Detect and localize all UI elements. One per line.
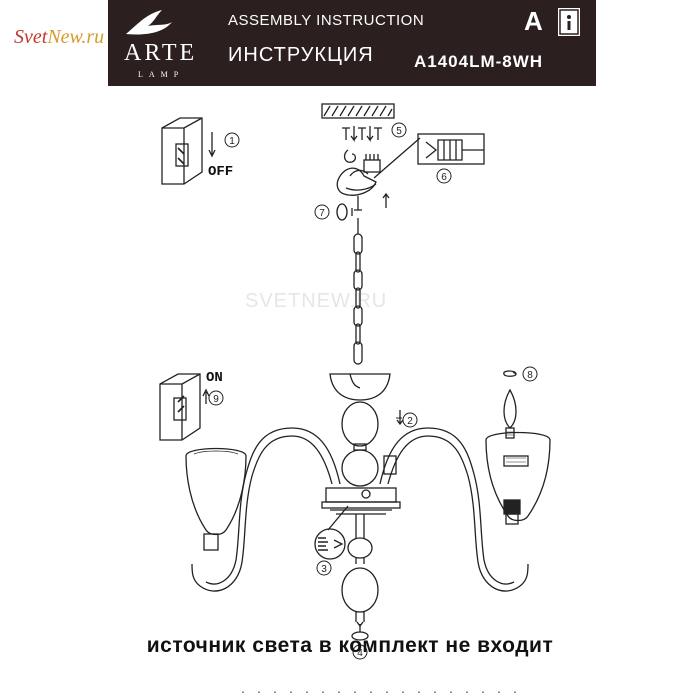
step-callout-4: 4 [352, 644, 368, 660]
category-letter: A [524, 6, 543, 36]
switch-off-label: OFF [208, 164, 234, 180]
header-bar: ARTE LAMP ASSEMBLY INSTRUCTION ИНСТРУКЦИ… [108, 0, 596, 86]
step-number: 4 [357, 648, 363, 659]
switch-on-label: ON [206, 370, 223, 386]
step-number: 6 [441, 172, 447, 183]
step-callout-2: 2 [396, 412, 418, 428]
mounting-screws-icon [342, 126, 382, 142]
step-number: 8 [527, 370, 533, 381]
step-callout-1: 1 [224, 132, 240, 148]
candle-bulb-icon [503, 370, 517, 439]
step-number: 1 [229, 136, 235, 147]
step-number: 7 [319, 208, 325, 219]
manual-book-icon [558, 8, 580, 36]
wall-switch-off-icon [161, 117, 216, 185]
upper-spheres [341, 401, 379, 487]
step-callout-6: 6 [436, 168, 452, 184]
model-number: A1404LM-8WH [414, 52, 544, 71]
watermark-part-1: Svet [14, 26, 48, 48]
center-watermark: SVETNEW.RU [245, 290, 388, 312]
site-watermark: SvetNew.ru [14, 26, 104, 49]
arm-hub [321, 487, 401, 515]
step-number: 5 [396, 126, 402, 137]
wall-switch-on-icon [159, 373, 210, 441]
lower-stem [341, 514, 379, 622]
wire-connector-detail [314, 505, 349, 560]
left-arm [191, 427, 341, 592]
step-number: 9 [213, 394, 219, 405]
step-number: 3 [321, 564, 327, 575]
left-glass-shade [185, 447, 247, 536]
ceiling-plate [321, 103, 395, 119]
chain [353, 218, 363, 365]
bird-logo-icon [126, 10, 172, 35]
ceiling-hook-icon [343, 149, 381, 173]
assembly-instruction-title: ASSEMBLY INSTRUCTION [228, 12, 425, 29]
nut-icon [336, 203, 353, 221]
step-callout-3: 3 [316, 560, 332, 576]
bottom-finial-icon [351, 621, 369, 641]
step-number: 2 [407, 416, 413, 427]
step-callout-5: 5 [391, 122, 407, 138]
canopy-wiring [336, 167, 390, 211]
right-glass-shade [485, 431, 551, 525]
instruction-title-ru: ИНСТРУКЦИЯ [228, 44, 374, 66]
callout-line-terminal [373, 137, 421, 179]
terminal-block-detail [417, 133, 485, 165]
step-callout-8: 8 [522, 366, 538, 382]
watermark-part-2: New.ru [47, 26, 105, 48]
brand-logo-text: ARTE [124, 40, 198, 66]
step-callout-7: 7 [314, 204, 330, 220]
step-callout-9: 9 [208, 390, 224, 406]
step-callouts: 1 2 3 4 5 6 7 8 [208, 122, 538, 660]
brand-logo-subtext: LAMP [138, 70, 185, 79]
light-source-not-included-note: источник света в комплект не входит [146, 634, 554, 657]
right-arm [379, 410, 529, 592]
footer-dots: . . . . . . . . . . . . . . . . . . [240, 686, 521, 697]
top-bowl [329, 373, 391, 401]
